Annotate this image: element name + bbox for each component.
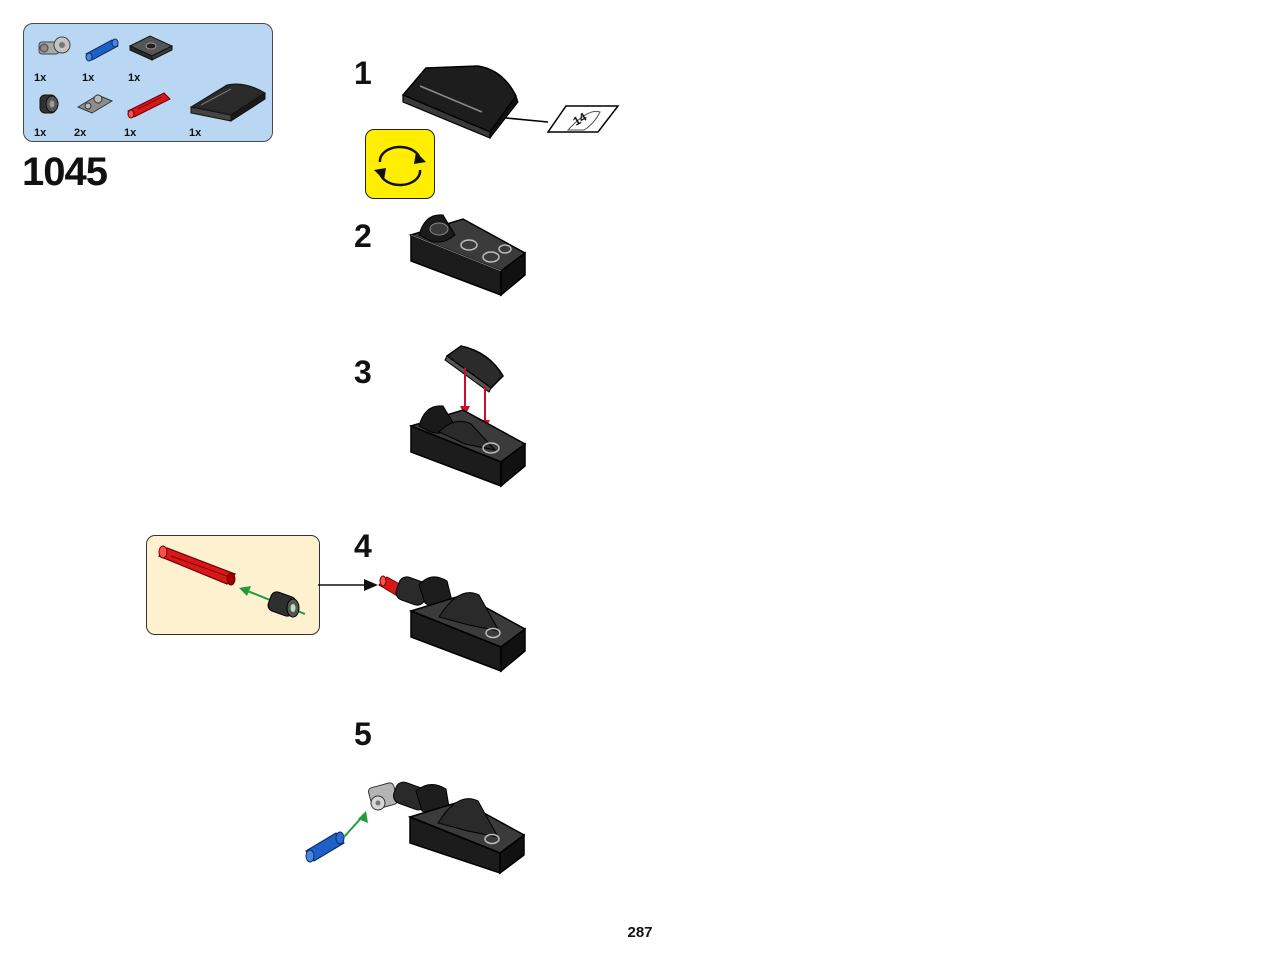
rotate-model-icon: [365, 129, 435, 199]
step-2-illustration: [408, 214, 527, 297]
step-4-illustration: [378, 575, 527, 673]
red-axle-icon: [127, 92, 171, 119]
parts-list-box: 1x 1x 1x 1x 2x: [23, 23, 273, 142]
parts-list-item: 1x: [124, 87, 174, 139]
parts-list-item: 1x: [128, 32, 178, 84]
part-quantity: 2x: [74, 127, 87, 139]
step-number: 1: [354, 55, 372, 91]
callout-arrow: [318, 579, 378, 591]
submodel-number: 1045: [22, 150, 108, 194]
sub-assembly-callout: [146, 535, 320, 635]
parts-list-item: 1x: [34, 87, 84, 139]
step-number: 5: [354, 716, 372, 752]
part-quantity: 1x: [128, 72, 141, 84]
step-number: 3: [354, 354, 372, 390]
page-number: 287: [627, 924, 653, 941]
part-quantity: 1x: [34, 127, 47, 139]
step-5-illustration: [305, 781, 526, 875]
rotate-arrows-icon: [374, 145, 426, 187]
part-quantity: 1x: [34, 72, 47, 84]
part-quantity: 1x: [124, 127, 137, 139]
gray-bracket-icon: [76, 94, 114, 114]
part-quantity: 1x: [82, 72, 95, 84]
black-bush-icon: [39, 94, 59, 114]
parts-list-item: 2x: [74, 87, 124, 139]
parts-list-item: 1x: [82, 32, 132, 84]
sticker-label: 14: [571, 110, 590, 129]
parts-list-item: 1x: [187, 79, 267, 139]
part-quantity: 1x: [189, 127, 202, 139]
step-3-illustration: [408, 345, 527, 488]
black-slope-tile-icon: [189, 83, 266, 122]
dark-plate-icon: [128, 35, 174, 61]
blue-pin-icon: [85, 38, 119, 62]
parts-list-item: 1x: [34, 32, 84, 84]
step-number: 4: [354, 528, 372, 564]
step-1-illustration: 14: [401, 65, 620, 140]
step-number: 2: [354, 218, 372, 254]
callout-illustration: [157, 545, 306, 618]
gray-connector-icon: [38, 36, 71, 55]
